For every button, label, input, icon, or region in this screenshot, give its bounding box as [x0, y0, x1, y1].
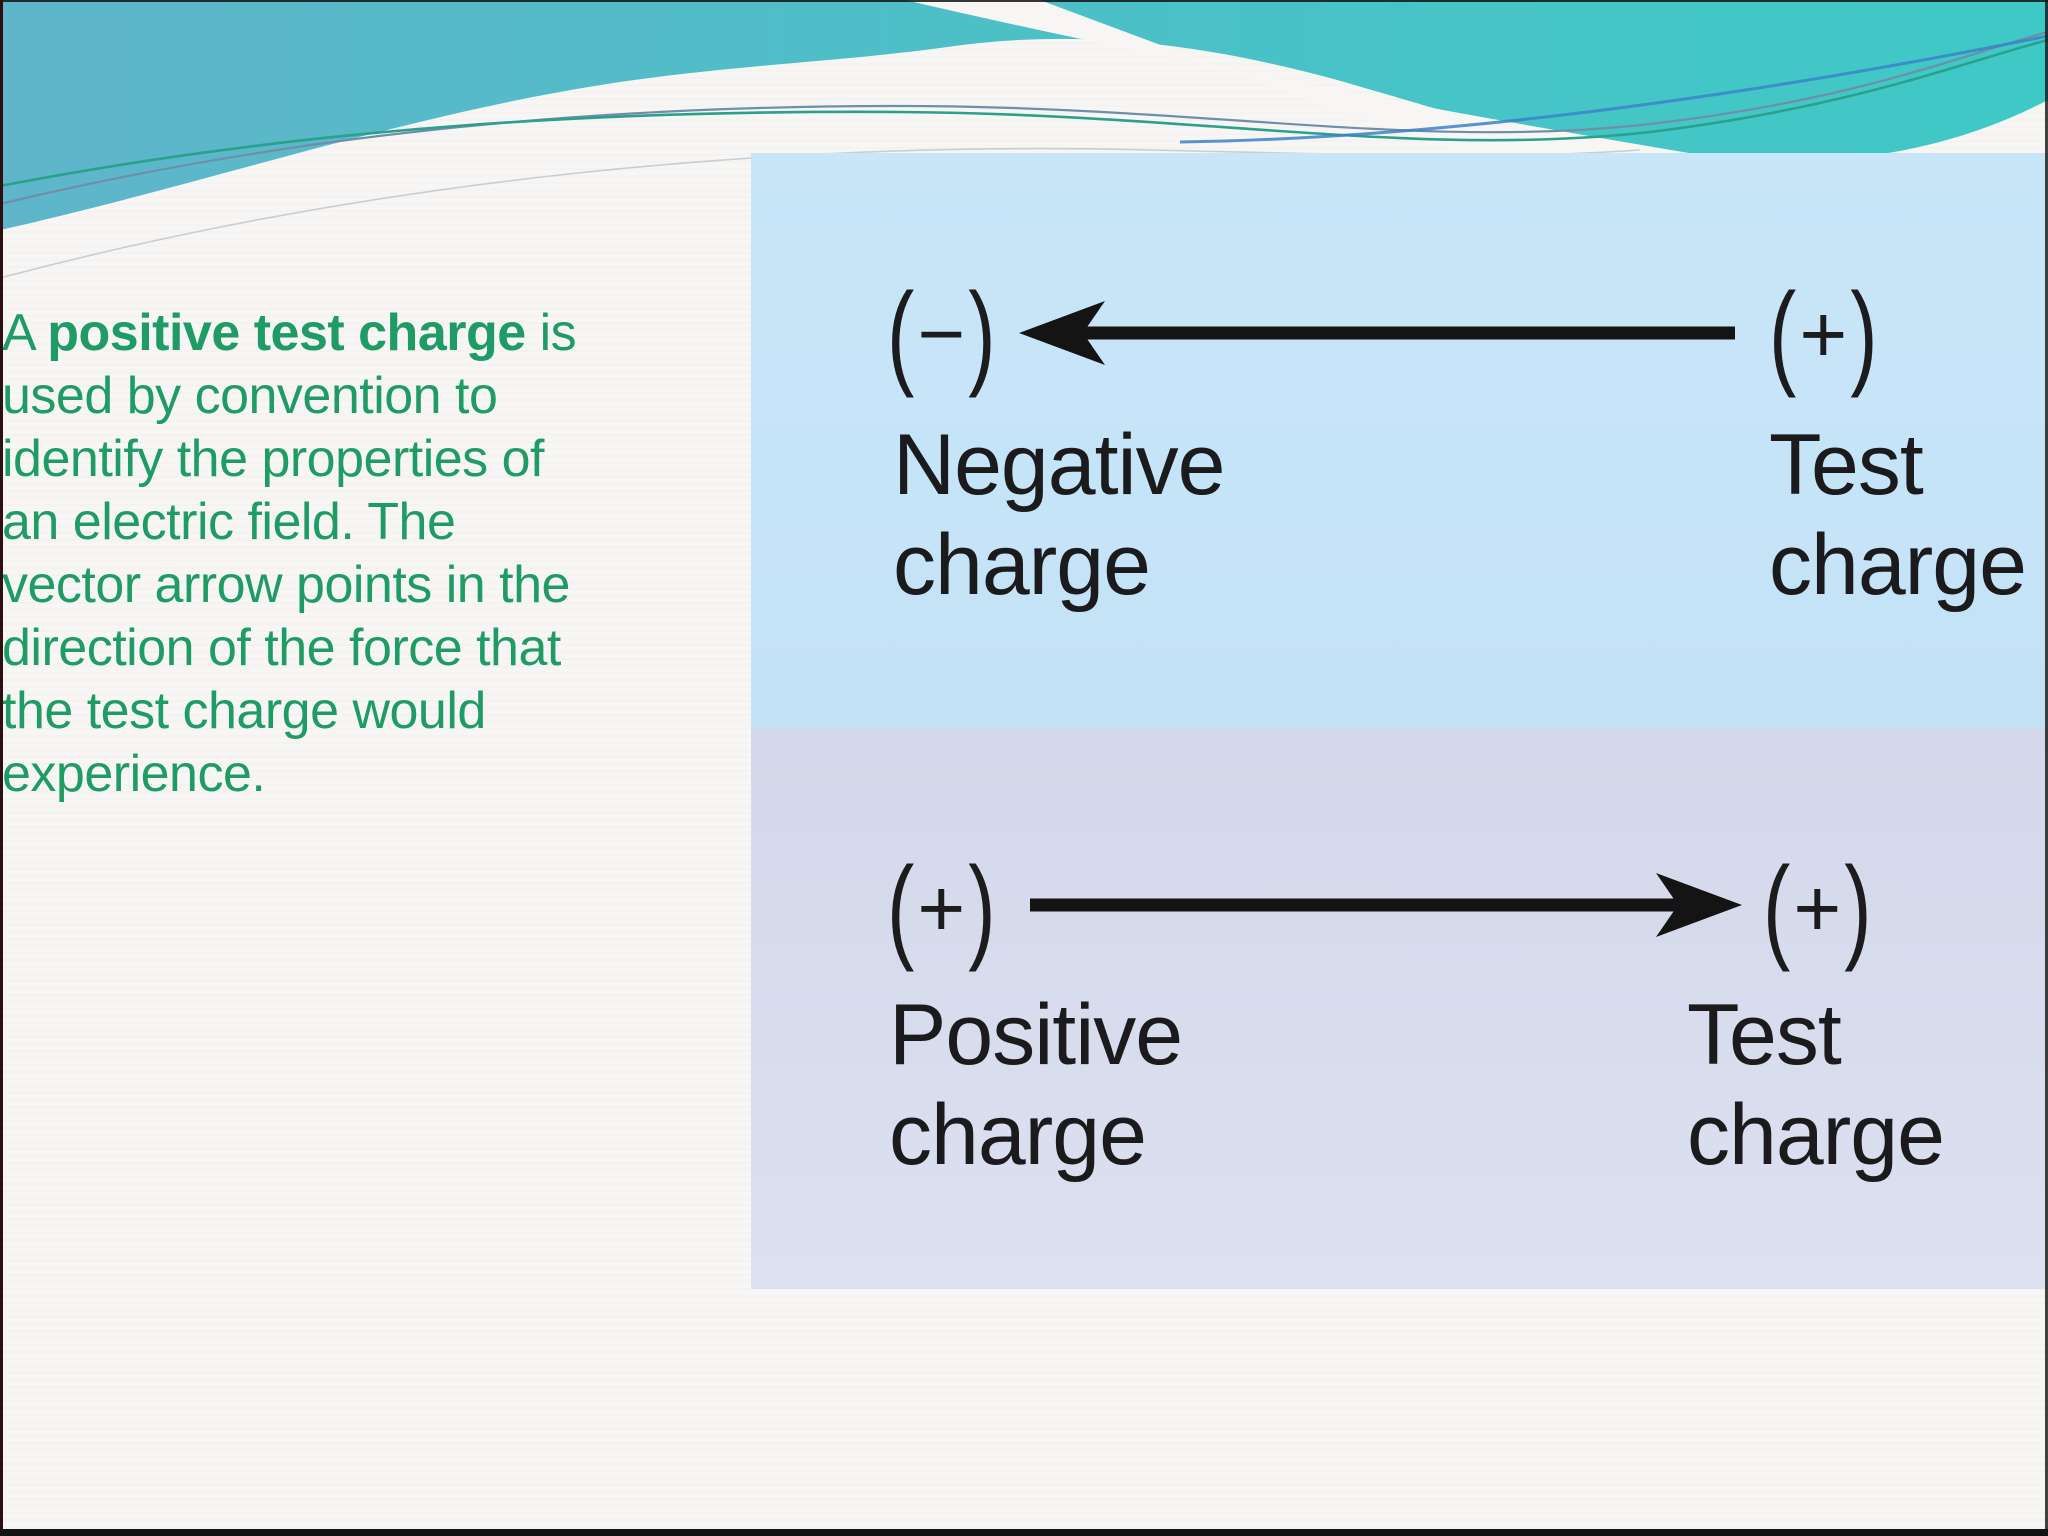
- caption-line: A positive test charge is: [2, 302, 577, 365]
- test-charge-label: Test charge: [1687, 987, 1945, 1183]
- test-charge-symbol: (+): [1763, 839, 1872, 979]
- thin-line-blue: [1179, 34, 2048, 144]
- caption-line1-suffix: is: [525, 304, 577, 362]
- paren-open: (: [1763, 843, 1791, 973]
- force-arrow-left-icon: [1019, 301, 1735, 365]
- negative-charge-label: Negative charge: [893, 417, 1225, 613]
- caption-line: identify the properties of: [2, 430, 545, 488]
- paren-close: ): [1844, 843, 1872, 973]
- caption-bold-term: positive test charge: [47, 304, 526, 362]
- frame-edge-left: [0, 0, 3, 1536]
- paren-open: (: [887, 269, 915, 399]
- test-charge-label: Test charge: [1769, 417, 2027, 613]
- caption-line: experience.: [2, 745, 266, 803]
- caption-line: used by convention to: [2, 367, 498, 425]
- paren-close: ): [968, 269, 996, 399]
- caption-line: the test charge would: [2, 682, 486, 740]
- caption-line: direction of the force that: [2, 619, 561, 677]
- thin-line-green: [0, 38, 2048, 188]
- thin-line-gray: [0, 30, 2048, 206]
- plus-sign: +: [1793, 863, 1842, 954]
- force-arrow-right-icon: [1030, 873, 1742, 937]
- frame-edge-top: [0, 0, 2048, 2]
- caption-line: an electric field. The: [2, 493, 456, 551]
- paren-open: (: [887, 843, 915, 973]
- caption-prefix: A: [2, 304, 48, 362]
- panel-negative-charge: (−) (+) Negative charge Test charge: [751, 153, 2048, 727]
- paren-close: ): [1850, 269, 1878, 399]
- teal-wave-shape: [0, 0, 2048, 230]
- caption-line: vector arrow points in the: [2, 556, 570, 614]
- paren-close: ): [968, 843, 996, 973]
- frame-edge-right: [2045, 0, 2048, 1536]
- caption-text: A positive test charge is used by conven…: [2, 302, 577, 806]
- positive-charge-label: Positive charge: [889, 987, 1183, 1183]
- frame-edge-bottom: [0, 1529, 2048, 1536]
- paren-open: (: [1769, 269, 1797, 399]
- negative-charge-symbol: (−): [887, 265, 996, 405]
- plus-sign: +: [1799, 289, 1848, 380]
- plus-sign: +: [917, 863, 966, 954]
- panel-positive-charge: (+) (+) Positive charge Test charge: [751, 727, 2048, 1289]
- test-charge-symbol: (+): [1769, 265, 1878, 405]
- positive-charge-symbol: (+): [887, 839, 996, 979]
- minus-sign: −: [917, 289, 966, 380]
